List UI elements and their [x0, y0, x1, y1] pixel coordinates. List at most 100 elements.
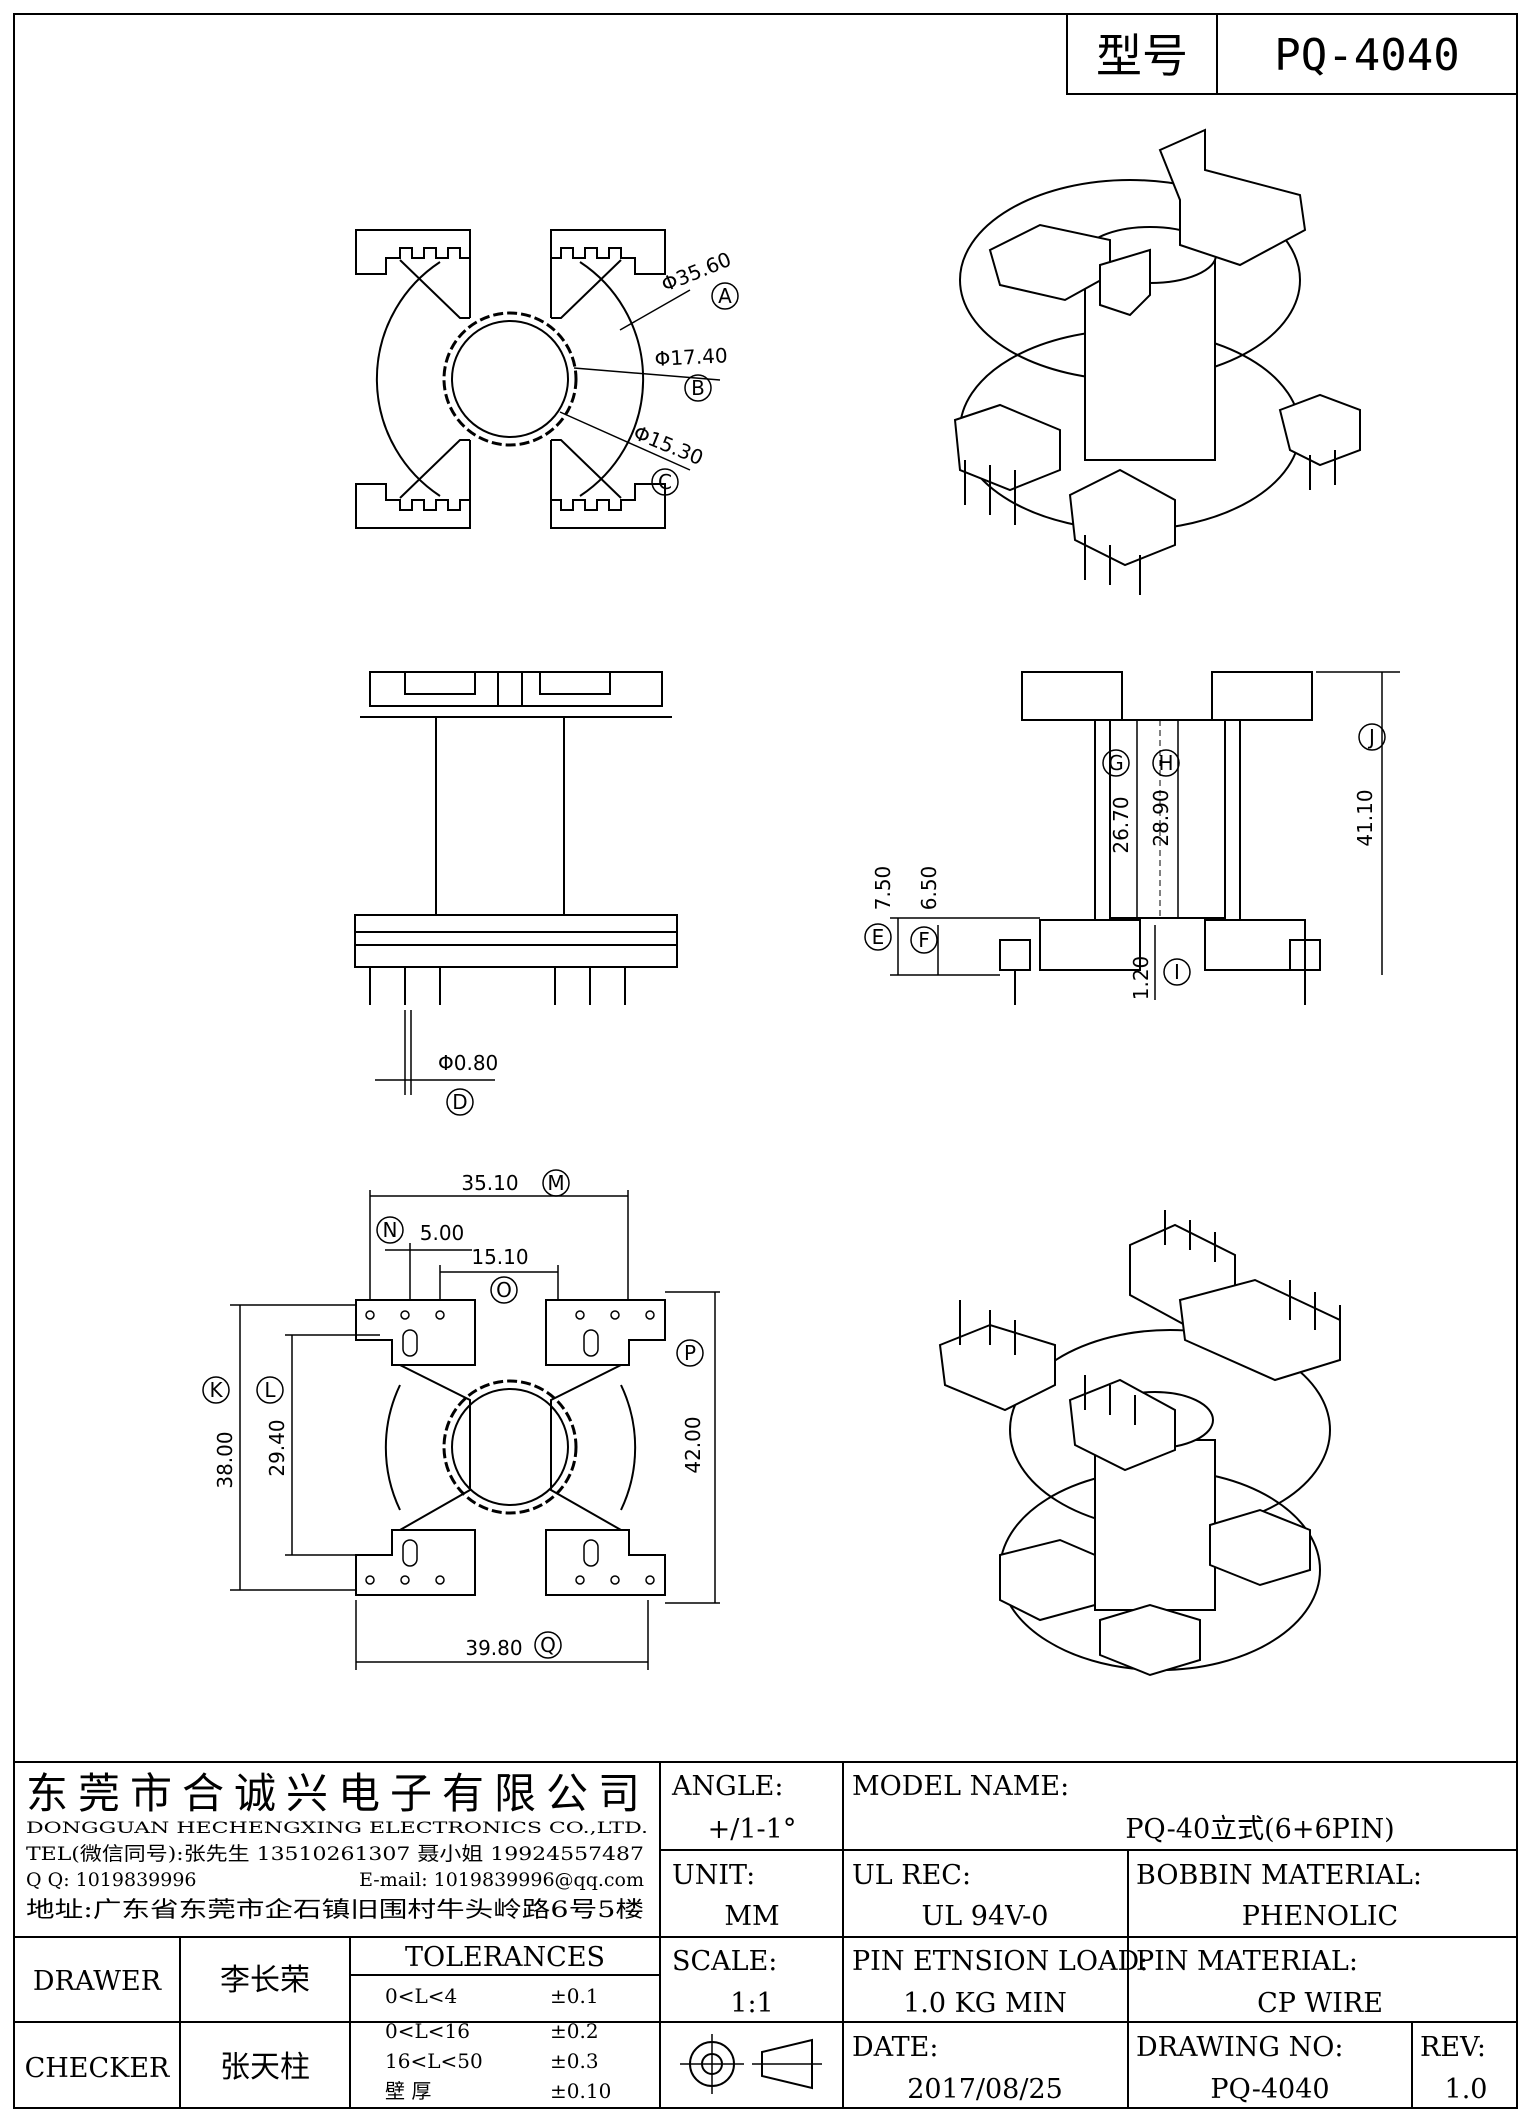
dim-Q-letter: Q	[540, 1633, 556, 1657]
dim-O-bubble	[490, 1276, 518, 1304]
dim-G-bubble	[1102, 749, 1130, 777]
dim-C-value: Φ15.30	[630, 420, 707, 470]
dim-C-bubble	[651, 468, 679, 496]
dim-J-bubble	[1358, 723, 1386, 751]
dim-F-letter: F	[918, 928, 930, 952]
tolerance-range: 0<L<4	[385, 1984, 457, 2008]
company-email: E-mail: 1019839996@qq.com	[359, 1869, 644, 1891]
company-block: 东莞市合诚兴电子有限公司 DONGGUAN HECHENGXING ELECTR…	[26, 1769, 648, 1923]
dim-A-bubble	[711, 282, 739, 310]
angle-label: ANGLE:	[671, 1771, 783, 1802]
dim-B-letter: B	[691, 376, 705, 400]
bobbin-value: PHENOLIC	[1242, 1901, 1398, 1932]
drawer-label: DRAWER	[33, 1966, 162, 1997]
top-view	[355, 229, 721, 529]
dim-P-letter: P	[684, 1341, 696, 1365]
company-qq: Q Q: 1019839996	[26, 1869, 197, 1891]
dim-K-letter: K	[209, 1378, 223, 1402]
dim-N-bubble	[376, 1216, 404, 1244]
drawer-value: 李长荣	[220, 1963, 310, 1998]
scale-label: SCALE:	[672, 1946, 777, 1977]
unit-value: MM	[724, 1901, 779, 1932]
bobbin-label: BOBBIN MATERIAL:	[1136, 1860, 1422, 1891]
drawing-no-label: DRAWING NO:	[1136, 2032, 1343, 2063]
scale-value: 1:1	[730, 1988, 773, 2019]
dim-J-letter: J	[1367, 725, 1375, 749]
dim-L-value: 29.40	[265, 1419, 289, 1476]
dim-E-letter: E	[872, 925, 885, 949]
dim-O-value: 15.10	[471, 1245, 528, 1269]
tolerances-label: TOLERANCES	[405, 1942, 605, 1973]
dim-I-value: 1.20	[1129, 956, 1153, 1001]
tolerance-range: 0<L<16	[385, 2019, 470, 2043]
dim-D-value: Φ0.80	[438, 1051, 498, 1075]
dim-D-letter: D	[452, 1090, 467, 1114]
type-value: PQ-4040	[1274, 30, 1459, 81]
dim-C-letter: C	[658, 470, 672, 494]
tolerance-value: ±0.2	[550, 2019, 599, 2043]
dim-Q-bubble	[534, 1631, 562, 1659]
dim-H-bubble	[1152, 749, 1180, 777]
company-tel: TEL(微信同号):张先生 13510261307 聂小姐 1992455748…	[26, 1843, 644, 1865]
tolerance-value: ±0.3	[550, 2049, 599, 2073]
dim-N-value: 5.00	[420, 1221, 465, 1245]
dim-F-value: 6.50	[917, 866, 941, 911]
section-dims	[890, 671, 1400, 1000]
sheet-border	[13, 13, 1518, 2109]
rev-label: REV:	[1420, 2032, 1486, 2063]
tolerance-range: 壁 厚	[385, 2079, 431, 2103]
ul-label: UL REC:	[852, 1860, 971, 1891]
dim-M-letter: M	[547, 1171, 564, 1195]
dim-P-bubble	[676, 1339, 704, 1367]
dim-H-letter: H	[1158, 751, 1173, 775]
dim-L-bubble	[256, 1376, 284, 1404]
company-name-cn: 东莞市合诚兴电子有限公司	[26, 1769, 640, 1818]
model-value: PQ-40立式(6+6PIN)	[1125, 1814, 1394, 1845]
dim-N-letter: N	[383, 1218, 398, 1242]
pin-material-label: PIN MATERIAL:	[1136, 1946, 1358, 1977]
date-value: 2017/08/25	[907, 2074, 1063, 2105]
company-address: 地址:广东省东莞市企石镇旧围村牛头岭路6号5楼	[26, 1898, 644, 1923]
dim-P-value: 42.00	[681, 1416, 705, 1473]
dim-M-value: 35.10	[461, 1171, 518, 1195]
dim-E-value: 7.50	[871, 866, 895, 911]
tolerance-value: ±0.10	[550, 2079, 611, 2103]
model-label: MODEL NAME:	[852, 1771, 1069, 1802]
tolerance-table: 0<L<4 ±0.1 0<L<16 ±0.2 16<L<50 ±0.3 壁 厚 …	[385, 1984, 611, 2103]
dim-L-letter: L	[264, 1378, 276, 1402]
drawing-no-value: PQ-4040	[1210, 2074, 1329, 2105]
bottom-dims	[230, 1190, 720, 1670]
bottom-view	[355, 1299, 666, 1596]
dim-F-bubble	[910, 926, 938, 954]
type-label: 型号	[1096, 29, 1188, 83]
unit-label: UNIT:	[672, 1860, 755, 1891]
dim-I-bubble	[1163, 958, 1191, 986]
dim-J-value: 41.10	[1353, 789, 1377, 846]
tolerance-value: ±0.1	[550, 1984, 599, 2008]
pin-load-label: PIN ETNSION LOAD:	[852, 1946, 1148, 1977]
dim-M-bubble	[542, 1169, 570, 1197]
checker-value: 张天柱	[220, 2050, 310, 2085]
dim-D-bubble	[446, 1088, 474, 1116]
dim-I-letter: I	[1174, 960, 1180, 984]
company-name-en: DONGGUAN HECHENGXING ELECTRONICS CO.,LTD…	[26, 1819, 648, 1837]
pin-load-value: 1.0 KG MIN	[903, 1988, 1067, 2019]
dim-E-bubble	[864, 923, 892, 951]
iso-view-top	[953, 128, 1361, 595]
section-view	[999, 671, 1321, 1005]
dim-A-letter: A	[718, 284, 732, 308]
dim-G-value: 26.70	[1109, 796, 1133, 853]
dim-Q-value: 39.80	[465, 1636, 522, 1660]
front-view	[354, 671, 678, 1095]
checker-label: CHECKER	[25, 2053, 170, 2084]
dim-K-bubble	[202, 1376, 230, 1404]
tolerance-range: 16<L<50	[385, 2049, 483, 2073]
dim-K-value: 38.00	[213, 1431, 237, 1488]
date-label: DATE:	[852, 2032, 938, 2063]
rev-value: 1.0	[1445, 2074, 1488, 2105]
ul-value: UL 94V-0	[922, 1901, 1049, 1932]
projection-symbol-icon	[680, 2034, 822, 2094]
dim-H-value: 28.90	[1149, 789, 1173, 846]
dim-B-bubble	[684, 374, 712, 402]
